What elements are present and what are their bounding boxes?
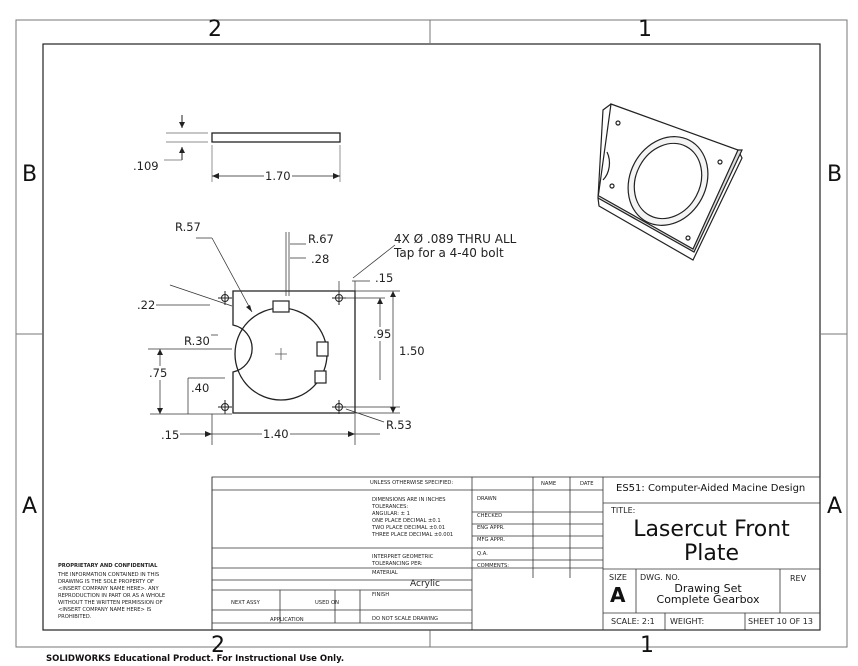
tb-proprietary-line: <INSERT COMPANY NAME HERE> IS xyxy=(58,607,152,613)
tb-course: ES51: Computer-Aided Macine Design xyxy=(616,483,806,494)
side-view xyxy=(211,132,341,143)
dim-hole-offset-top: .15 xyxy=(374,271,395,285)
tb-tol-line: TOLERANCES: xyxy=(372,504,409,510)
dim-notch-offset: .40 xyxy=(190,381,211,395)
zone-label-bottom-1: 1 xyxy=(640,633,654,658)
tb-finish: FINISH xyxy=(372,592,390,598)
zone-label-right-b: B xyxy=(827,162,843,187)
educational-footer: SOLIDWORKS Educational Product. For Inst… xyxy=(46,654,345,664)
dim-notch-height: .75 xyxy=(148,366,169,380)
tb-proprietary-line: <INSERT COMPANY NAME HERE>. ANY xyxy=(58,586,159,592)
hole-callout-line2: Tap for a 4-40 bolt xyxy=(394,246,504,260)
tb-proprietary-line: REPRODUCTION IN PART OR AS A WHOLE xyxy=(58,593,166,599)
title-block-grid xyxy=(211,476,821,631)
tb-role-drawn: DRAWN xyxy=(477,496,497,502)
dim-width-bottom: 1.40 xyxy=(262,427,290,441)
tb-proprietary-line: WITHOUT THE WRITTEN PERMISSION OF xyxy=(58,600,163,606)
tb-tol-line: TWO PLACE DECIMAL ±0.01 xyxy=(372,525,446,531)
tb-role-qa: Q.A. xyxy=(477,551,488,557)
tb-tolerances: DIMENSIONS ARE IN INCHES TOLERANCES: ANG… xyxy=(372,497,453,539)
tb-no-scale: DO NOT SCALE DRAWING xyxy=(372,616,439,622)
tb-next-assy: NEXT ASSY xyxy=(231,600,260,606)
dim-r-outer: R.57 xyxy=(174,220,202,234)
zone-label-right-a: A xyxy=(827,494,843,519)
zone-label-bottom-2: 2 xyxy=(211,633,225,658)
tb-weight: WEIGHT: xyxy=(670,617,705,626)
tb-name-header: NAME xyxy=(541,481,557,487)
dim-corner-radius: R.53 xyxy=(385,418,413,432)
dim-height: 1.50 xyxy=(398,344,426,358)
tb-scale: SCALE: 2:1 xyxy=(611,617,655,626)
tb-tol-line: THREE PLACE DECIMAL ±0.001 xyxy=(372,532,454,538)
tb-size: A xyxy=(610,583,626,607)
tb-role-comments: COMMENTS: xyxy=(477,563,510,569)
tb-role-mfg: MFG APPR. xyxy=(477,537,506,543)
tb-dwg-label: DWG. NO. xyxy=(640,573,680,582)
tb-size-label: SIZE xyxy=(609,573,627,582)
tb-dwg-no: Drawing Set Complete Gearbox xyxy=(636,583,780,605)
tb-application: APPLICATION xyxy=(270,617,304,623)
tb-dwg-line2: Complete Gearbox xyxy=(656,593,760,606)
tb-proprietary-text: THE INFORMATION CONTAINED IN THIS DRAWIN… xyxy=(58,572,165,621)
dim-width-top: 1.70 xyxy=(264,169,292,183)
tb-role-checked: CHECKED xyxy=(477,513,503,519)
zone-label-top-1: 1 xyxy=(638,17,652,42)
drawing-title-line2: Plate xyxy=(683,541,740,566)
tb-dwg-line1: Drawing Set xyxy=(674,582,742,595)
tb-used-on: USED ON xyxy=(315,600,339,606)
tb-role-eng: ENG APPR. xyxy=(477,525,505,531)
tb-interpret: INTERPRET GEOMETRIC TOLERANCING PER: xyxy=(372,554,433,568)
tb-tol-line: ONE PLACE DECIMAL ±0.1 xyxy=(372,518,441,524)
tb-title-label: TITLE: xyxy=(611,506,636,515)
zone-label-left-a: A xyxy=(22,494,38,519)
tb-proprietary-line: DRAWING IS THE SOLE PROPERTY OF xyxy=(58,579,155,585)
tb-proprietary-title: PROPRIETARY AND CONFIDENTIAL xyxy=(58,563,158,569)
dim-notch-radius: R.30 xyxy=(183,334,211,348)
dim-hole-offset-left: .15 xyxy=(160,428,181,442)
dim-thickness: .109 xyxy=(132,159,160,173)
zone-label-left-b: B xyxy=(22,162,38,187)
drawing-title: Lasercut Front Plate xyxy=(603,518,820,566)
tb-interpret-line: INTERPRET GEOMETRIC xyxy=(372,554,434,560)
tb-tol-line: DIMENSIONS ARE IN INCHES xyxy=(372,497,446,503)
tb-sheet: SHEET 10 OF 13 xyxy=(748,617,813,626)
tb-date-header: DATE xyxy=(580,481,594,487)
drawing-title-line1: Lasercut Front xyxy=(633,517,790,542)
tb-proprietary-line: THE INFORMATION CONTAINED IN THIS xyxy=(58,572,160,578)
tb-interpret-line: TOLERANCING PER: xyxy=(372,561,423,567)
tb-unless: UNLESS OTHERWISE SPECIFIED: xyxy=(370,480,454,486)
tb-rev-label: REV xyxy=(790,574,807,583)
dim-hole-span: .95 xyxy=(372,327,393,341)
dim-r-tab: R.67 xyxy=(307,232,335,246)
tb-material-label: MATERIAL xyxy=(372,570,398,576)
isometric-view xyxy=(597,103,743,261)
hole-callout-line1: 4X Ø .089 THRU ALL xyxy=(394,232,517,246)
dim-left-small: .22 xyxy=(136,298,157,312)
tb-proprietary-line: PROHIBITED. xyxy=(58,614,92,620)
dim-tab-offset: .28 xyxy=(310,252,331,266)
tb-tol-line: ANGULAR: ± 1 xyxy=(372,511,410,517)
zone-label-top-2: 2 xyxy=(208,17,222,42)
tb-material: Acrylic xyxy=(410,579,440,589)
